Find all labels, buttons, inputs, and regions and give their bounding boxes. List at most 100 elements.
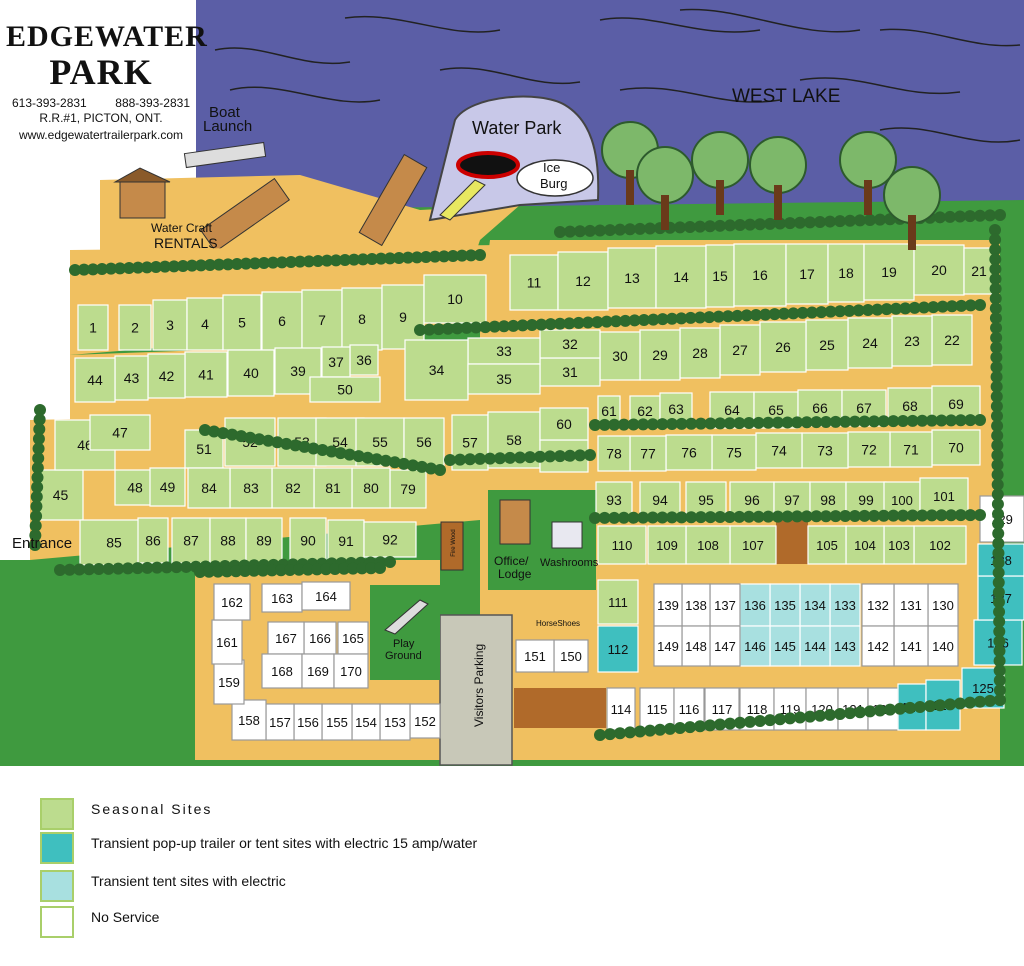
site-plot-24[interactable]	[847, 317, 893, 369]
site-29[interactable]: 29	[639, 329, 681, 381]
site-169[interactable]: 169	[301, 653, 335, 689]
site-14[interactable]: 14	[655, 245, 707, 309]
site-82[interactable]: 82	[271, 467, 315, 509]
site-168[interactable]: 168	[261, 653, 303, 689]
site-40[interactable]: 40	[227, 349, 275, 397]
site-153[interactable]: 153	[379, 703, 411, 741]
site-plot-60[interactable]	[539, 407, 589, 441]
site-84[interactable]: 84	[187, 467, 231, 509]
site-plot-170[interactable]	[333, 653, 369, 689]
site-32[interactable]: 32	[539, 329, 601, 359]
site-36[interactable]: 36	[349, 344, 379, 376]
site-plot-158[interactable]	[231, 699, 267, 741]
site-5[interactable]: 5	[222, 294, 262, 351]
site-plot-145[interactable]	[769, 625, 801, 667]
site-111[interactable]: 111	[597, 579, 639, 625]
site-9[interactable]: 9	[381, 284, 425, 350]
site-161[interactable]: 161	[211, 619, 243, 665]
site-plot-147[interactable]	[709, 625, 741, 667]
site-146[interactable]: 146	[739, 625, 771, 667]
site-plot-159[interactable]	[213, 659, 245, 705]
site-plot-3[interactable]	[152, 299, 188, 351]
site-170[interactable]: 170	[333, 653, 369, 689]
site-plot-137[interactable]	[709, 583, 741, 627]
site-plot-7[interactable]	[301, 289, 343, 351]
site-plot-135[interactable]	[769, 583, 801, 627]
site-plot-34[interactable]	[404, 339, 469, 401]
site-17[interactable]: 17	[785, 243, 829, 305]
site-plot-148[interactable]	[681, 625, 711, 667]
site-60[interactable]: 60	[539, 407, 589, 441]
site-plot-82[interactable]	[271, 467, 315, 509]
site-135[interactable]: 135	[769, 583, 801, 627]
site-plot-150[interactable]	[553, 639, 589, 673]
site-45[interactable]: 45	[37, 469, 84, 521]
site-49[interactable]: 49	[149, 467, 186, 507]
site-120[interactable]: 120	[805, 687, 839, 731]
site-plot-15[interactable]	[705, 244, 735, 308]
site-79[interactable]: 79	[389, 469, 427, 509]
site-plot-2[interactable]	[118, 304, 152, 351]
site-131[interactable]: 131	[893, 583, 929, 627]
site-plot-112[interactable]	[597, 625, 639, 673]
site-132[interactable]: 132	[861, 583, 895, 627]
site-13[interactable]: 13	[607, 247, 657, 309]
site-74[interactable]: 74	[755, 432, 803, 469]
site-plot-104[interactable]	[845, 525, 885, 565]
site-plot-90[interactable]	[289, 517, 327, 564]
site-plot-10[interactable]	[423, 274, 487, 324]
site-110[interactable]: 110	[597, 525, 647, 565]
site-plot-41[interactable]	[184, 351, 228, 398]
site-164[interactable]: 164	[301, 581, 351, 611]
site-162[interactable]: 162	[213, 583, 251, 621]
site-plot-146[interactable]	[739, 625, 771, 667]
site-73[interactable]: 73	[801, 432, 849, 469]
site-133[interactable]: 133	[829, 583, 861, 627]
site-plot-56[interactable]	[403, 417, 445, 467]
site-8[interactable]: 8	[341, 287, 383, 351]
site-plot-49[interactable]	[149, 467, 186, 507]
site-44[interactable]: 44	[74, 357, 116, 403]
site-81[interactable]: 81	[313, 467, 353, 509]
site-plot-32[interactable]	[539, 329, 601, 359]
site-plot-1[interactable]	[77, 304, 109, 351]
site-plot-133[interactable]	[829, 583, 861, 627]
site-plot-87[interactable]	[171, 517, 211, 564]
site-85[interactable]: 85	[79, 519, 149, 566]
site-plot-71[interactable]	[889, 431, 933, 468]
site-plot-86[interactable]	[137, 517, 169, 564]
site-3[interactable]: 3	[152, 299, 188, 351]
site-plot-91[interactable]	[327, 519, 365, 563]
site-plot-74[interactable]	[755, 432, 803, 469]
site-plot-161[interactable]	[211, 619, 243, 665]
site-102[interactable]: 102	[913, 525, 967, 565]
site-plot-6[interactable]	[261, 291, 303, 351]
site-163[interactable]: 163	[261, 583, 303, 613]
site-22[interactable]: 22	[931, 314, 973, 366]
site-plot-168[interactable]	[261, 653, 303, 689]
site-plot-25[interactable]	[805, 319, 849, 371]
site-plot-44[interactable]	[74, 357, 116, 403]
site-103[interactable]: 103	[883, 525, 915, 565]
site-plot-43[interactable]	[114, 355, 149, 401]
site-21[interactable]: 21	[963, 247, 995, 295]
site-plot-47[interactable]	[89, 414, 151, 451]
site-plot-152[interactable]	[409, 703, 441, 739]
site-plot-114[interactable]	[606, 687, 636, 731]
site-139[interactable]: 139	[653, 583, 683, 627]
site-148[interactable]: 148	[681, 625, 711, 667]
site-159[interactable]: 159	[213, 659, 245, 705]
site-plot-50[interactable]	[309, 376, 381, 403]
site-138[interactable]: 138	[681, 583, 711, 627]
site-141[interactable]: 141	[893, 625, 929, 667]
site-19[interactable]: 19	[863, 243, 915, 301]
site-167[interactable]: 167	[267, 621, 305, 655]
site-15[interactable]: 15	[705, 244, 735, 308]
site-47[interactable]: 47	[89, 414, 151, 451]
site-plot-77[interactable]	[629, 435, 667, 472]
site-114[interactable]: 114	[606, 687, 636, 731]
site-plot-139[interactable]	[653, 583, 683, 627]
site-plot-120[interactable]	[805, 687, 839, 731]
site-plot-141[interactable]	[893, 625, 929, 667]
site-149[interactable]: 149	[653, 625, 683, 667]
